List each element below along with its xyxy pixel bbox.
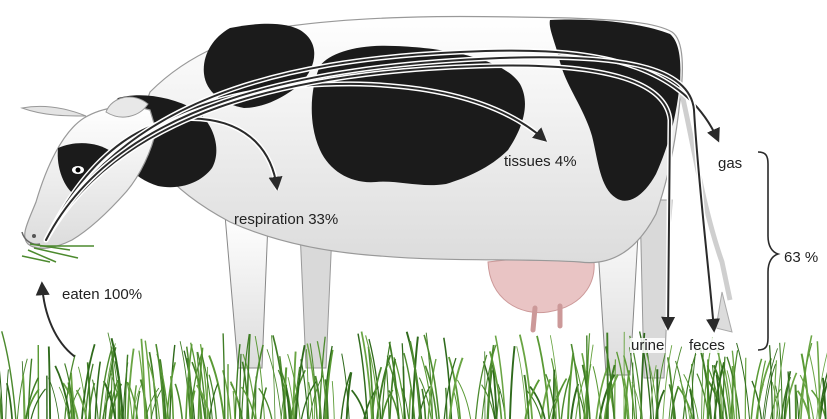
cow-leg <box>225 215 268 368</box>
label-total: 63 % <box>784 250 818 265</box>
label-feces: feces <box>688 338 726 353</box>
brace-63-percent <box>758 152 778 350</box>
label-urine: urine <box>630 338 665 353</box>
cow-horn <box>22 106 86 116</box>
label-gas: gas <box>718 156 742 171</box>
label-respiration: respiration 33% <box>234 212 338 227</box>
label-eaten: eaten 100% <box>62 287 142 302</box>
cow-tail <box>676 70 730 300</box>
label-tissues: tissues 4% <box>504 154 577 169</box>
